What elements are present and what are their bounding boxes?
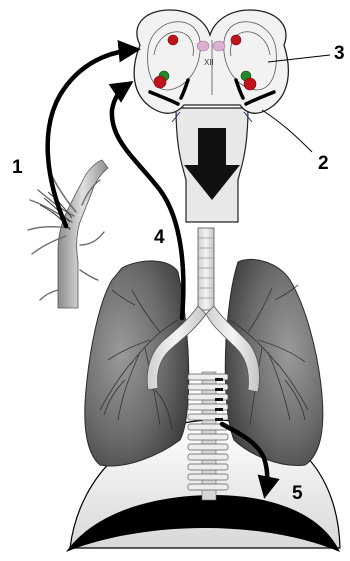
label-4: 4 (154, 228, 165, 247)
left-lung (85, 261, 189, 466)
label-3: 3 (334, 44, 345, 63)
label-2: 2 (318, 154, 329, 173)
hypoglossal-nucleus-label: XII (204, 59, 214, 67)
label-5: 5 (292, 484, 303, 503)
carotid-body-icon (28, 160, 108, 308)
leader-line-2 (262, 110, 312, 152)
label-1: 1 (12, 158, 23, 177)
